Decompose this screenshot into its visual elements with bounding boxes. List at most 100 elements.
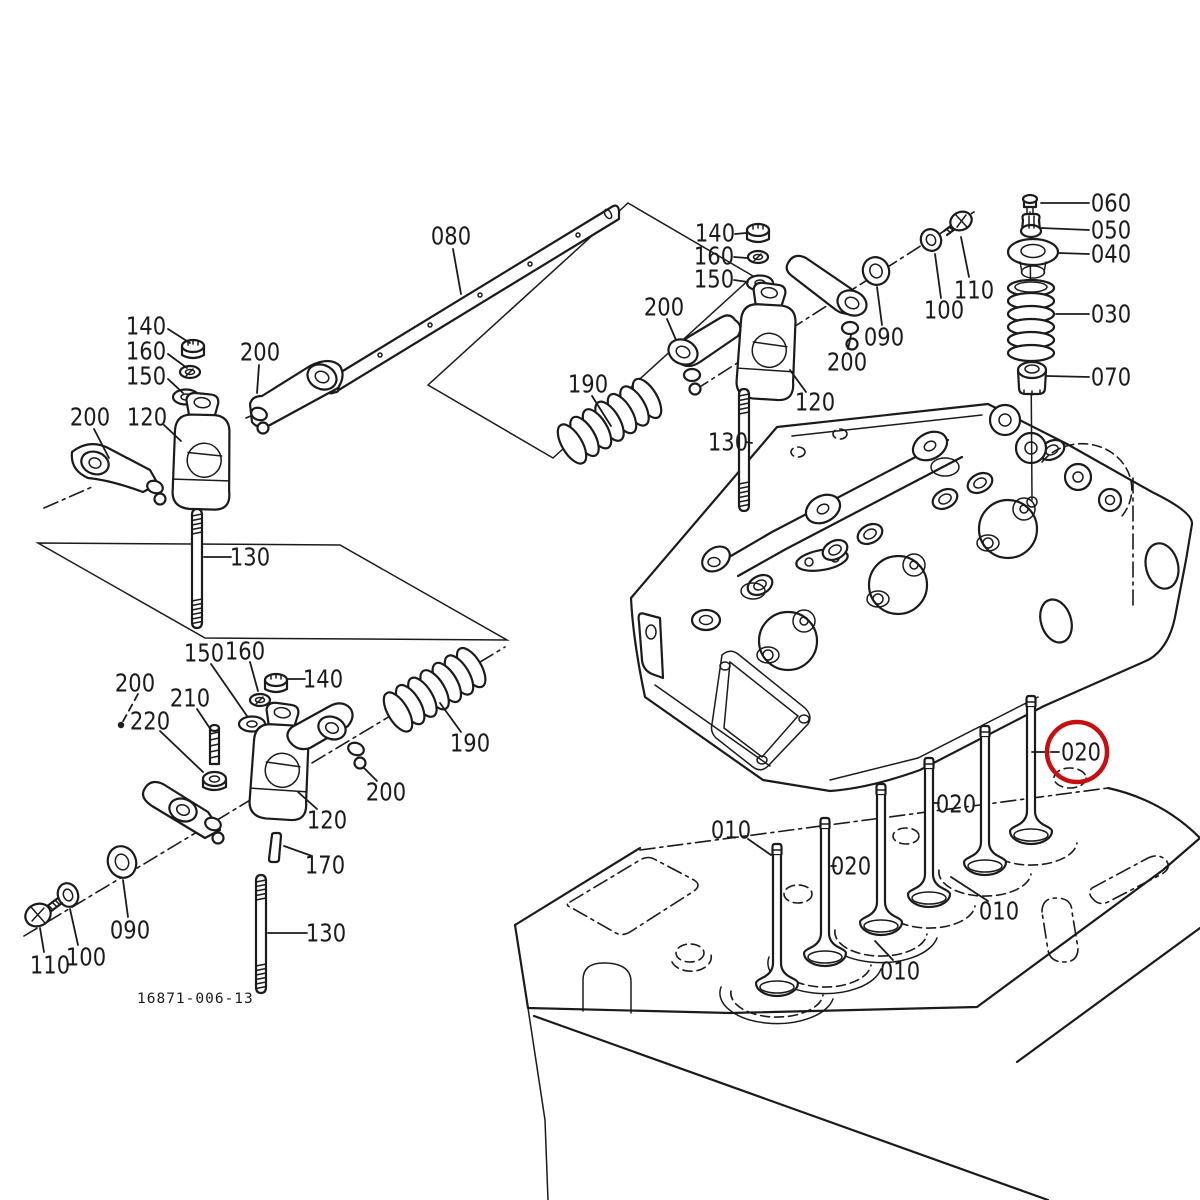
stem-seal-070 xyxy=(1016,360,1048,396)
diagram-line xyxy=(193,396,211,409)
diagram-line xyxy=(1016,360,1048,380)
diagram-line xyxy=(204,816,222,832)
diagram-line xyxy=(201,770,228,788)
diagram-line xyxy=(754,852,800,998)
diagram-line xyxy=(35,542,510,641)
diagram-line xyxy=(872,593,884,605)
diagram-line xyxy=(923,440,937,452)
diagram-line xyxy=(834,929,928,957)
diagram-line xyxy=(264,752,301,789)
diagram-line xyxy=(382,691,414,733)
diagram-line xyxy=(171,413,231,511)
part-number-label: 190 xyxy=(568,370,608,399)
leader-line xyxy=(297,791,318,810)
part-number-label: 160 xyxy=(126,337,166,366)
diagram-line xyxy=(738,393,750,508)
part-number-label: 090 xyxy=(864,323,904,352)
part-number-label: 110 xyxy=(954,276,994,305)
diagram-line xyxy=(427,322,433,328)
diagram-line xyxy=(1019,504,1029,514)
valve xyxy=(1008,694,1054,846)
diagram-line xyxy=(1012,497,1036,521)
diagram-line xyxy=(790,446,806,458)
diagram-line xyxy=(906,766,952,909)
diagram-line xyxy=(771,842,783,856)
diagram-line xyxy=(1026,206,1034,214)
part-number-label: 090 xyxy=(110,916,150,945)
diagram-line xyxy=(256,421,270,435)
diagram-line xyxy=(861,256,891,286)
leader-line xyxy=(747,838,772,856)
diagram-line xyxy=(923,756,935,770)
diagram-line xyxy=(832,428,848,440)
part-number-label: 200 xyxy=(115,669,155,698)
engine-block xyxy=(513,767,1200,1200)
leader-line xyxy=(167,328,191,344)
diagram-line xyxy=(191,513,203,625)
diagram-line xyxy=(248,723,310,822)
part-number-label: 130 xyxy=(306,919,346,948)
diagram-line xyxy=(270,674,282,680)
diagram-line xyxy=(982,537,994,549)
part-number-label: 010 xyxy=(880,957,920,986)
highlighted-part-number: 020 xyxy=(1061,738,1101,767)
part-number-label: 100 xyxy=(66,943,106,972)
diagram-line xyxy=(106,845,138,879)
leader-line xyxy=(159,730,204,773)
diagram-line xyxy=(175,804,191,816)
rocker-arm-200-right xyxy=(286,702,367,770)
part-number-label: 190 xyxy=(450,729,490,758)
highlight: 020 xyxy=(1031,719,1110,785)
part-number-label: 030 xyxy=(1091,300,1131,329)
diagram-line xyxy=(962,734,1008,877)
diagram-line xyxy=(752,281,787,307)
part-number-label: 200 xyxy=(70,403,110,432)
diagram-line xyxy=(1020,265,1046,279)
bolt-110 xyxy=(942,210,973,237)
diagram-line xyxy=(1013,828,1049,842)
leader-line xyxy=(734,232,747,235)
diagram-line xyxy=(998,413,1012,427)
diagram-line xyxy=(306,363,338,391)
diagram-line xyxy=(804,557,814,567)
diagram-line xyxy=(762,649,774,661)
diagram-line xyxy=(654,414,1039,781)
diagram-line xyxy=(707,556,721,568)
diagram-line xyxy=(798,714,810,724)
drawing-number: 16871-006-13 xyxy=(137,991,254,1007)
diagram-line xyxy=(816,503,830,515)
diagram-line xyxy=(807,950,843,964)
diagram-line xyxy=(690,608,722,632)
diagram-line xyxy=(314,370,330,384)
diagram-line xyxy=(867,554,929,616)
valves xyxy=(754,694,1054,998)
diagram-line xyxy=(211,831,225,845)
rocker-arm-200-left xyxy=(70,443,167,506)
cylinder-head xyxy=(629,402,1194,793)
diagram-line xyxy=(30,906,46,924)
diagram-line xyxy=(1106,786,1200,840)
diagram-line xyxy=(173,478,229,482)
part-number-label: 150 xyxy=(694,265,734,294)
leader-line xyxy=(249,661,259,692)
diagram-line xyxy=(645,624,657,640)
diagram-line xyxy=(186,442,222,478)
part-number-label: 010 xyxy=(711,816,751,845)
diagram-line xyxy=(80,450,110,476)
diagram-line xyxy=(740,582,766,600)
part-number-label: 150 xyxy=(126,362,166,391)
diagram-line xyxy=(1063,462,1093,492)
diagram-line xyxy=(1088,855,1170,905)
washer-090 xyxy=(106,845,138,879)
diagram-line xyxy=(246,720,258,728)
diagram-line xyxy=(967,859,1003,873)
part-number-label: 170 xyxy=(305,851,345,880)
diagram-line xyxy=(603,208,613,220)
diagram-line xyxy=(722,438,964,578)
diagram-line xyxy=(938,493,952,505)
diagram-line xyxy=(1097,487,1123,513)
diagram-line xyxy=(723,660,800,759)
leader-line xyxy=(1040,227,1090,231)
diagram-line xyxy=(43,486,93,509)
